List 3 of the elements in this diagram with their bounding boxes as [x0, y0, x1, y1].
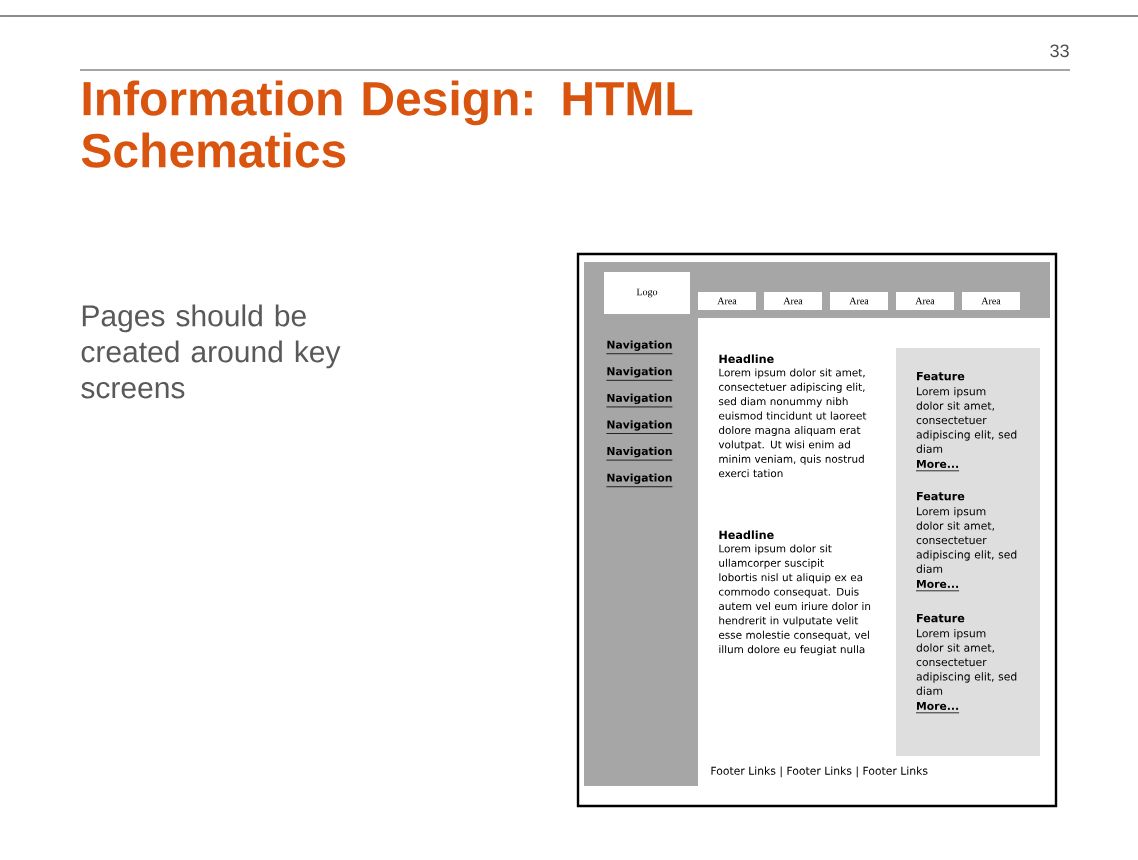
slide-text: Pages should be created around key screens: [81, 304, 341, 399]
slide-title: Information Design: HTML Schematics: [81, 80, 693, 168]
page-number: 33: [1050, 44, 1069, 58]
